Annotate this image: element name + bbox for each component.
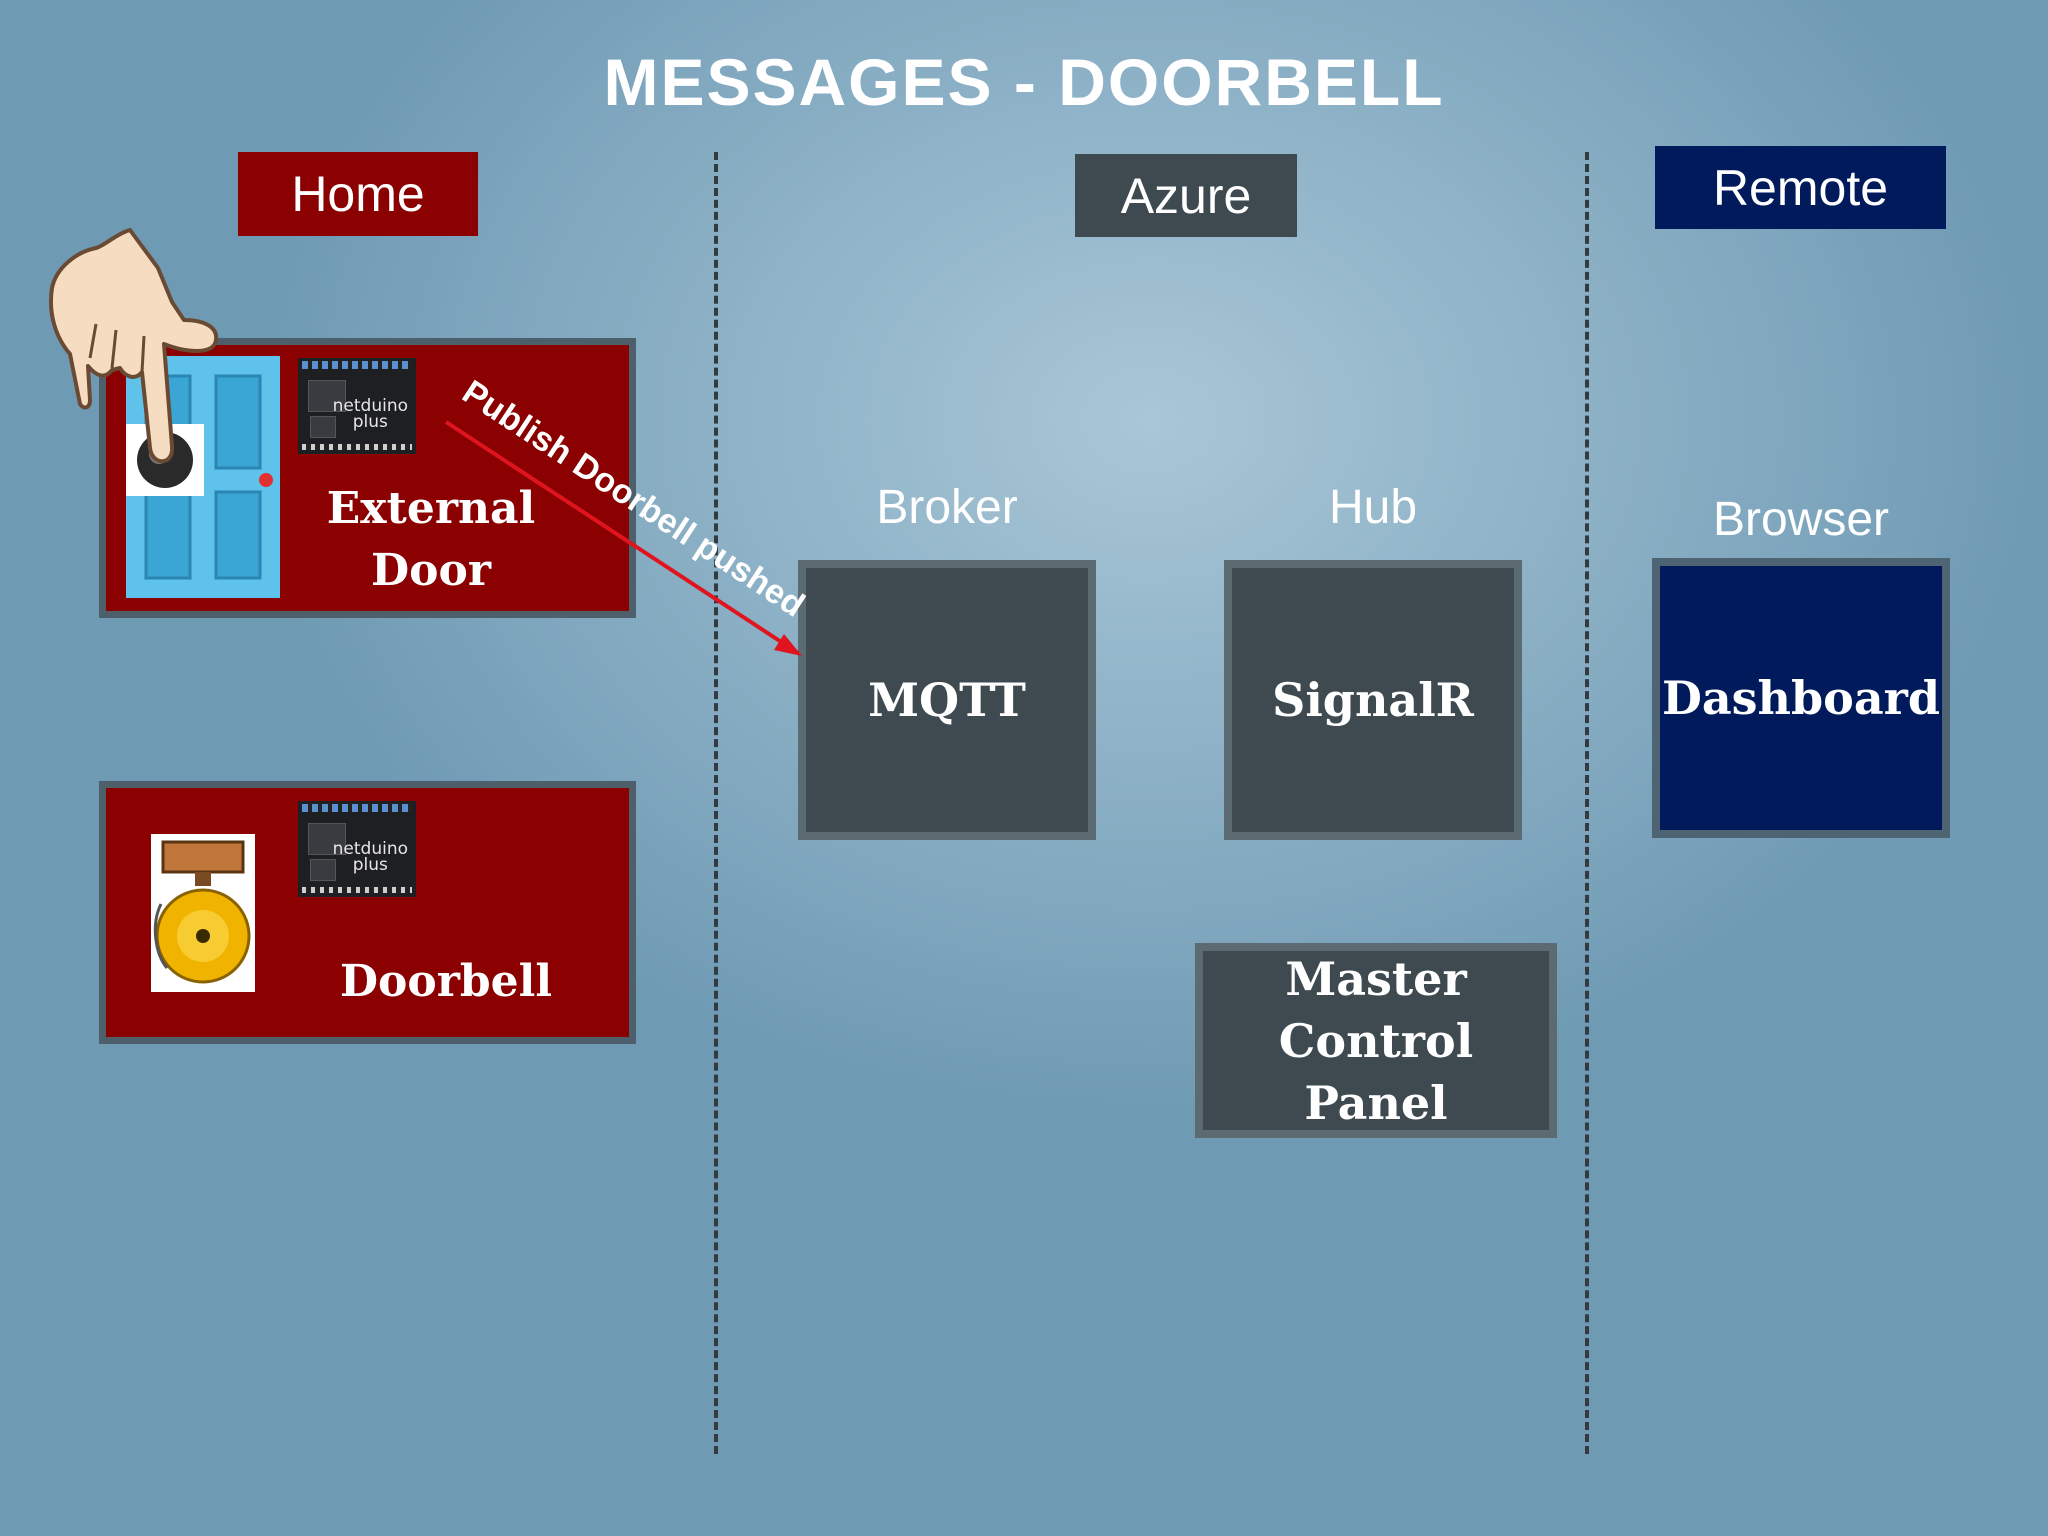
hub-caption: Hub <box>1328 481 1418 534</box>
zone-label-azure: Azure <box>1075 154 1297 237</box>
mqtt-box: MQTT <box>798 560 1096 840</box>
master-control-panel-line1: Master <box>1285 951 1467 1006</box>
master-control-panel-box: Master Control Panel <box>1195 943 1557 1138</box>
zone-label-home: Home <box>238 152 478 236</box>
divider-home-azure <box>714 152 718 1454</box>
dashboard-box: Dashboard <box>1652 558 1950 838</box>
hand-pointer-icon <box>49 228 219 464</box>
divider-azure-remote <box>1585 152 1589 1454</box>
external-door-label-line2: Door <box>370 545 492 596</box>
board-label: plus <box>352 412 388 432</box>
page-title: MESSAGES - DOORBELL <box>603 45 1445 119</box>
browser-caption: Browser <box>1712 493 1890 546</box>
board-label: plus <box>352 855 388 875</box>
external-door-label: External Door <box>316 478 546 602</box>
bell-icon <box>151 834 255 992</box>
publish-arrow-label: Publish Doorbell pushed <box>456 373 812 625</box>
board-label: netduino <box>332 396 408 416</box>
board-label: netduino <box>332 839 408 859</box>
broker-caption: Broker <box>876 481 1018 534</box>
signalr-box: SignalR <box>1224 560 1522 840</box>
external-door-label-line1: External <box>326 483 536 534</box>
zone-label-remote: Remote <box>1655 146 1946 229</box>
doorbell-label: Doorbell <box>339 956 553 1007</box>
master-control-panel-line2: Control Panel <box>1278 1013 1474 1130</box>
